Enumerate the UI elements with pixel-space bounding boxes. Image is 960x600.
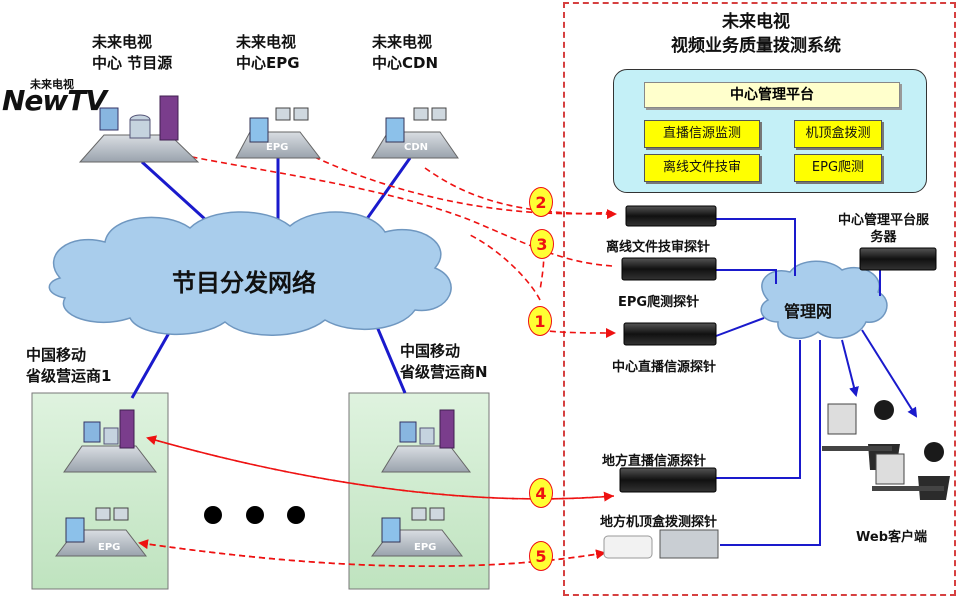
probe-servers xyxy=(603,205,937,559)
source-label-1: 未来电视中心 节目源 xyxy=(92,33,173,72)
web-client-label: Web客户端 xyxy=(856,530,927,545)
server-label: 中心管理平台服务器 xyxy=(838,213,930,245)
management-platform: 中心管理平台 直播信源监测 机顶盒拨测 离线文件技审 EPG爬测 xyxy=(613,69,927,193)
platform-item-offline-review: 离线文件技审 xyxy=(644,154,760,182)
platform-item-stb-dial: 机顶盒拨测 xyxy=(794,120,882,148)
source-label-cdn: 未来电视中心CDN xyxy=(372,33,439,72)
step-marker-2: 2 xyxy=(529,187,553,217)
logo-brand: NewTV xyxy=(2,84,107,117)
distribution-cloud-label: 节目分发网络 xyxy=(172,269,316,297)
operatorN-epg-badge: EPG xyxy=(414,542,437,553)
platform-title: 中心管理平台 xyxy=(644,82,900,108)
probe-label-epg: EPG爬测探针 xyxy=(618,295,700,310)
operatorN-epg-device xyxy=(370,507,464,557)
step-marker-4: 4 xyxy=(529,478,553,508)
logo-small-text: 未来电视 xyxy=(30,78,74,91)
step-marker-1: 1 xyxy=(528,306,552,336)
epg-badge: EPG xyxy=(266,142,289,153)
source-device-1 xyxy=(78,95,200,163)
source-label-epg: 未来电视中心EPG xyxy=(236,33,300,72)
operator-label-n: 中国移动省级营运商N xyxy=(400,342,488,381)
system-boundary xyxy=(563,2,956,596)
probe-label-local-stb: 地方机顶盒拨测探针 xyxy=(600,515,718,530)
source-device-cdn xyxy=(371,107,459,159)
logo: 未来电视 NewTV xyxy=(2,76,107,117)
operator-label-1: 中国移动省级营运商1 xyxy=(26,346,112,385)
operator1-source-device xyxy=(63,409,158,473)
mgmt-network-cloud xyxy=(760,260,888,340)
operatorN-source-device xyxy=(381,409,472,473)
probe-label-local-live: 地方直播信源探针 xyxy=(602,454,707,469)
probe-label-central-live: 中心直播信源探针 xyxy=(612,360,717,375)
source-device-epg xyxy=(235,107,322,159)
platform-item-epg-crawl: EPG爬测 xyxy=(794,154,882,182)
web-client-figures xyxy=(822,400,950,500)
distribution-cloud xyxy=(48,211,452,336)
mgmt-network-label: 管理网 xyxy=(784,302,833,321)
system-title: 未来电视 视频业务质量拨测系统 xyxy=(671,12,841,56)
step-marker-5: 5 xyxy=(529,541,553,571)
operator-box-n xyxy=(348,392,490,590)
cdn-badge: CDN xyxy=(404,142,429,153)
platform-item-live-source: 直播信源监测 xyxy=(644,120,760,148)
probe-label-offline: 离线文件技审探针 xyxy=(606,240,711,255)
operator1-epg-device xyxy=(54,507,148,557)
step-marker-3: 3 xyxy=(530,229,554,259)
ellipsis-dots xyxy=(204,506,305,524)
operator1-epg-badge: EPG xyxy=(98,542,121,553)
